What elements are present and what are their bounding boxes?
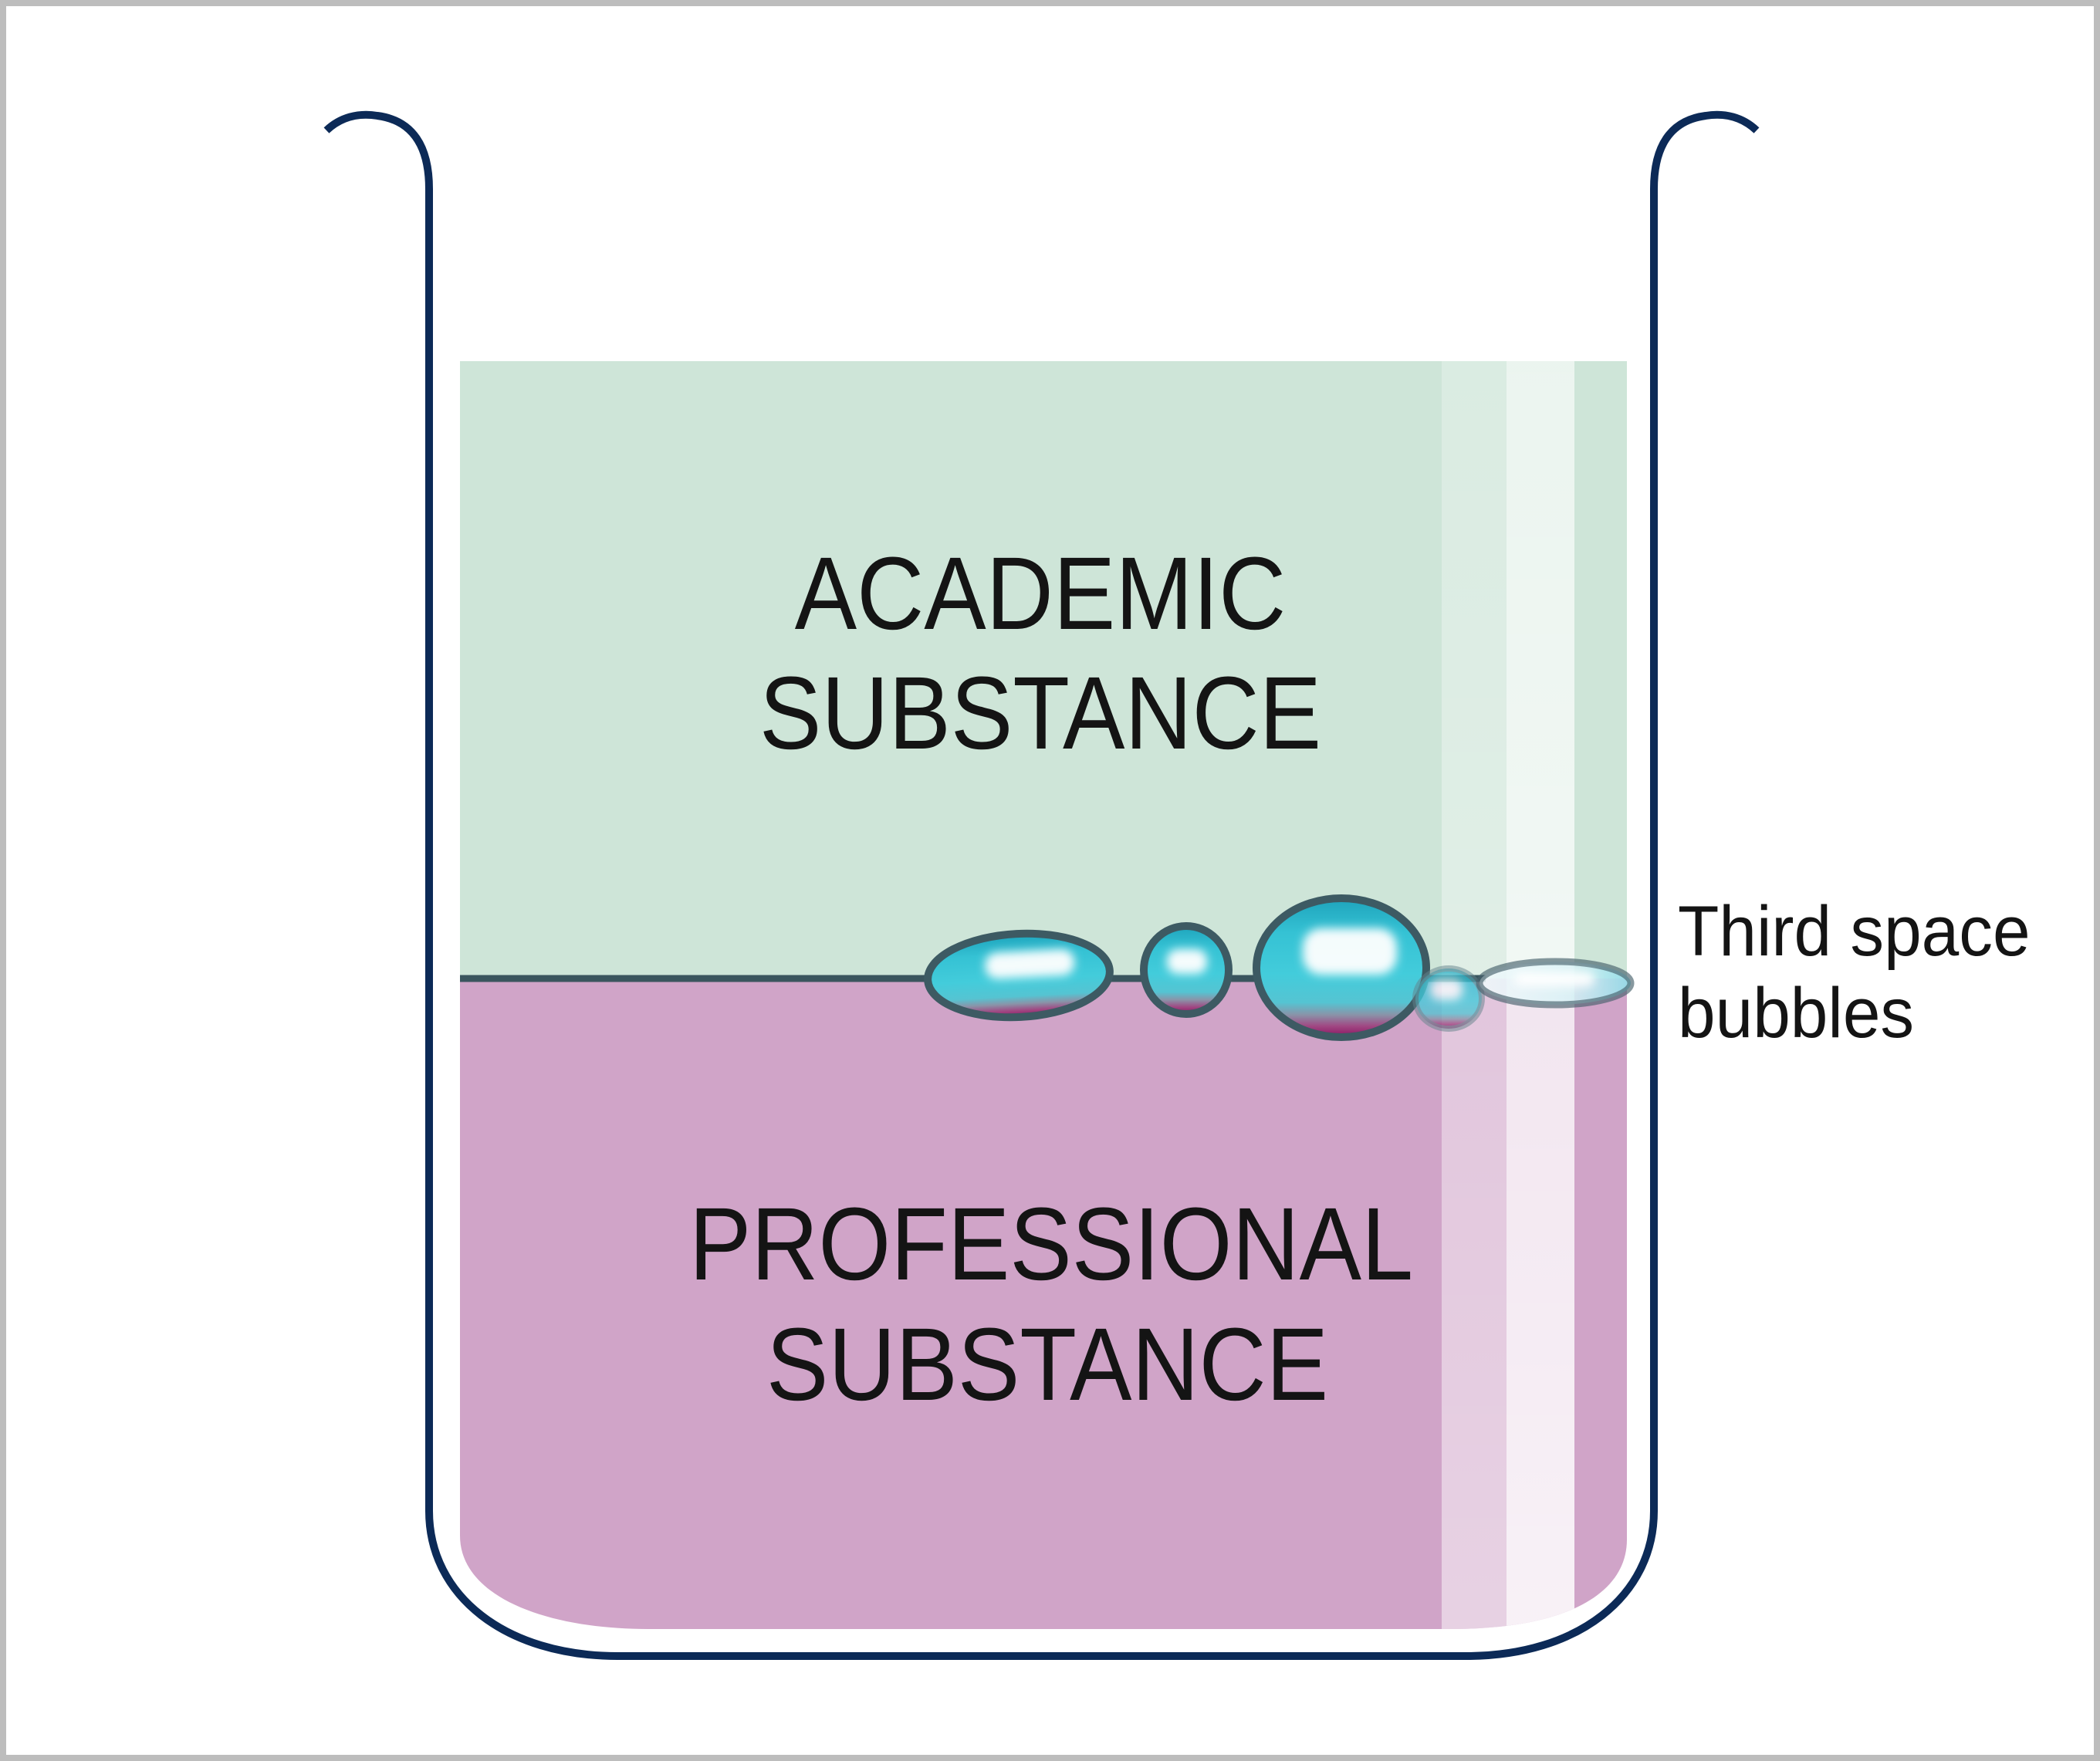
bubble-5 xyxy=(1476,958,1635,1009)
academic-label-line1: ACADEMIC xyxy=(795,536,1287,651)
annotation-third-space-bubbles: Third space bubbles xyxy=(1678,892,2031,1053)
professional-label-line2: SUBSTANCE xyxy=(766,1307,1328,1422)
beaker-outline xyxy=(323,110,1760,1660)
bubble-3 xyxy=(1253,894,1430,1041)
academic-substance-layer xyxy=(460,361,1627,979)
professional-substance-layer xyxy=(460,979,1627,1629)
bubble-4 xyxy=(1412,965,1485,1032)
academic-label-line2: SUBSTANCE xyxy=(759,656,1321,771)
annotation-line2: bubbles xyxy=(1678,974,1914,1053)
bubble-1 xyxy=(924,929,1114,1022)
bubble-2 xyxy=(1140,922,1233,1018)
third-space-bubbles xyxy=(924,894,1635,1041)
professional-label-line1: PROFESSIONAL xyxy=(689,1187,1413,1302)
annotation-line1: Third space xyxy=(1678,892,2031,972)
